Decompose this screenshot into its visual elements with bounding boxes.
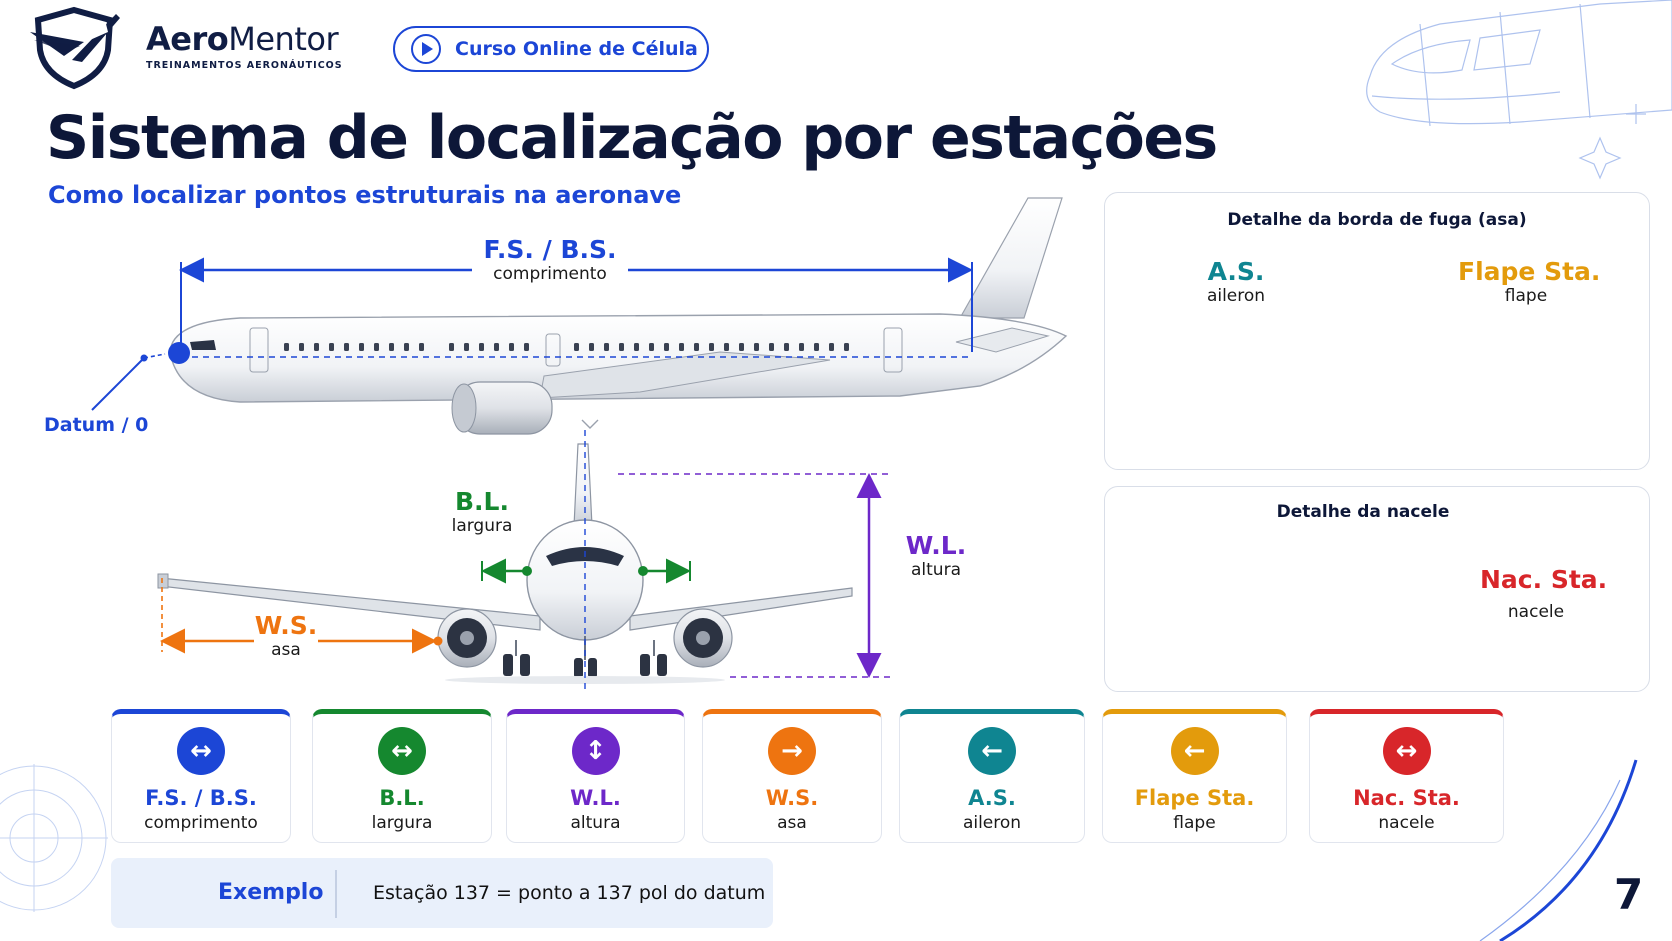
card-subtitle: flape (1173, 813, 1216, 833)
page-title: Sistema de localização por estações (46, 103, 1218, 173)
ws-desc: asa (271, 639, 301, 660)
fs-label: F.S. / B.S. comprimento (478, 235, 622, 284)
double-arrow-horizontal-icon: ↔ (177, 727, 225, 775)
cockpit-sketch-icon (1366, 0, 1672, 180)
bl-code: B.L. (455, 487, 509, 516)
example-divider (335, 870, 337, 918)
card-title: F.S. / B.S. (145, 786, 257, 810)
nacelle-detail-panel: Detalhe da nacele (1104, 486, 1650, 692)
legend-card-flap: ← Flape Sta. flape (1102, 709, 1287, 843)
wl-desc: altura (911, 559, 961, 580)
legend-card-fs: ↔ F.S. / B.S. comprimento (111, 709, 291, 843)
datum-point (168, 342, 190, 364)
example-box: Exemplo Estação 137 = ponto a 137 pol do… (111, 858, 773, 928)
page-subtitle: Como localizar pontos estruturais na aer… (48, 181, 682, 209)
ws-label: W.S. asa (248, 611, 324, 660)
bl-desc: largura (451, 515, 513, 536)
datum-label: Datum / 0 (44, 414, 149, 436)
arrow-left-icon: ← (968, 727, 1016, 775)
flap-label: Flape Sta. flape (1458, 257, 1601, 306)
fs-desc: comprimento (493, 263, 607, 284)
radar-decoration-icon (0, 764, 108, 912)
ws-dimension (160, 578, 443, 654)
card-subtitle: nacele (1378, 813, 1435, 833)
double-arrow-horizontal-icon: ↔ (378, 727, 426, 775)
left-engine-front (437, 608, 497, 668)
ws-code: W.S. (254, 611, 318, 640)
card-subtitle: comprimento (144, 813, 258, 833)
legend-card-ws: → W.S. asa (702, 709, 882, 843)
card-title: A.S. (968, 786, 1016, 810)
play-icon (411, 34, 441, 64)
example-text: Estação 137 = ponto a 137 pol do datum (373, 882, 766, 904)
card-subtitle: asa (777, 813, 807, 833)
course-label: Curso Online de Célula (455, 38, 698, 60)
course-button[interactable]: Curso Online de Célula (393, 26, 709, 72)
arrow-right-icon: → (768, 727, 816, 775)
legend-card-as: ← A.S. aileron (899, 709, 1085, 843)
nacelle-panel-title: Detalhe da nacele (1276, 502, 1450, 522)
brand-name-light: Mentor (228, 20, 339, 58)
bl-dimension (481, 430, 691, 690)
legend-card-nac: ↔ Nac. Sta. nacele (1309, 709, 1504, 843)
arrow-left-icon: ← (1170, 727, 1219, 775)
flap-desc: flape (1504, 285, 1548, 306)
brand-name-bold: Aero (146, 20, 229, 58)
example-label: Exemplo (218, 880, 324, 905)
wl-label: W.L. altura (890, 531, 982, 580)
legend-card-bl: ↔ B.L. largura (312, 709, 492, 843)
wing-panel-title: Detalhe da borda de fuga (asa) (1227, 210, 1527, 230)
aeromentor-logo-icon (30, 6, 120, 90)
card-title: W.L. (570, 786, 621, 810)
as-code: A.S. (1207, 257, 1265, 286)
page-number: 7 (1614, 870, 1644, 919)
card-title: W.S. (765, 786, 819, 810)
fs-dimension (91, 257, 973, 411)
fs-code: F.S. / B.S. (483, 235, 617, 264)
aircraft-side-view (169, 197, 1068, 435)
as-desc: aileron (1206, 285, 1266, 306)
double-arrow-vertical-icon: ↕ (571, 727, 620, 775)
card-subtitle: altura (570, 813, 621, 833)
card-title: B.L. (379, 786, 425, 810)
card-title: Flape Sta. (1134, 786, 1255, 810)
as-label: A.S. aileron (1196, 257, 1276, 306)
brand: AeroMentor TREINAMENTOS AERONÁUTICOS (146, 20, 343, 71)
card-subtitle: aileron (962, 813, 1022, 833)
swoosh-decoration-icon (1479, 759, 1638, 941)
nac-desc: nacele (1507, 601, 1565, 622)
card-title: Nac. Sta. (1353, 786, 1460, 810)
bl-label: B.L. largura (438, 487, 526, 536)
right-engine-front (673, 608, 733, 668)
card-subtitle: largura (371, 813, 433, 833)
wl-code: W.L. (905, 531, 967, 560)
brand-tagline: TREINAMENTOS AERONÁUTICOS (146, 60, 343, 71)
brand-name: AeroMentor (146, 20, 343, 58)
legend-card-wl: ↕ W.L. altura (506, 709, 685, 843)
nac-label: Nac. Sta. nacele (1480, 565, 1608, 622)
double-arrow-horizontal-icon: ↔ (1382, 727, 1431, 775)
wl-dimension (618, 473, 890, 678)
wing-detail-panel: Detalhe da borda de fuga (asa) (1104, 192, 1650, 470)
nac-code: Nac. Sta. (1480, 565, 1608, 594)
flap-code: Flape Sta. (1458, 257, 1601, 286)
